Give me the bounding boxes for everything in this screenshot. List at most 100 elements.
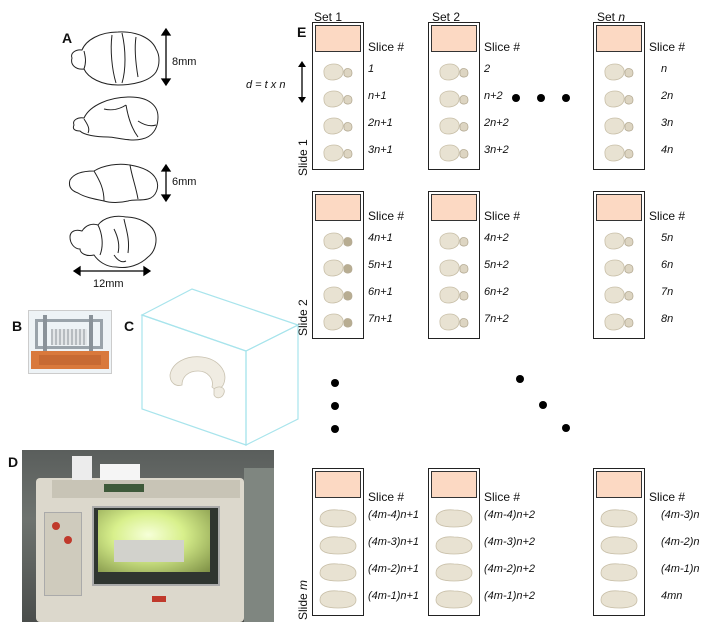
- slice-number-header: Slice #: [649, 40, 686, 54]
- slide-card-slidem-set1: [312, 468, 364, 616]
- tissue-section: [319, 536, 357, 555]
- dimension-8mm: 8mm: [172, 56, 197, 68]
- tissue-section: [439, 232, 469, 250]
- slide-label-area: [596, 194, 642, 221]
- slide-label-area: [315, 194, 361, 221]
- dimension-6mm: 6mm: [172, 176, 197, 188]
- brain-lateral-view: [72, 96, 159, 141]
- ellipsis-dot: [562, 424, 570, 432]
- brain-matrix-photo: [28, 310, 112, 374]
- slice-number-header: Slice #: [368, 490, 405, 504]
- slice-number: 1: [368, 63, 375, 75]
- brain-sagittal-view: [69, 163, 159, 203]
- slide-label-m: Slide m: [296, 579, 310, 620]
- slice-number-header: Slice #: [484, 490, 521, 504]
- tissue-section: [604, 313, 634, 331]
- tissue-section: [600, 563, 638, 582]
- tissue-section: [604, 232, 634, 250]
- dimension-arrows: [72, 27, 172, 277]
- embedding-block: [140, 288, 300, 446]
- slice-number-header: Slice #: [649, 490, 686, 504]
- slice-number-header: Slice #: [368, 209, 405, 223]
- brain-outlines: [69, 27, 172, 277]
- slice-number: 3n+2: [484, 144, 509, 156]
- ellipsis-dot: [539, 401, 547, 409]
- brain-ventral-view: [69, 215, 157, 268]
- ellipsis-dot: [562, 94, 570, 102]
- slide-label-area: [315, 25, 361, 52]
- dimension-12mm: 12mm: [93, 278, 124, 290]
- tissue-section: [323, 144, 353, 162]
- slice-number: 3n: [661, 117, 674, 129]
- tissue-section: [604, 286, 634, 304]
- slice-number: 2: [484, 63, 491, 75]
- slice-number: 5n: [661, 232, 674, 244]
- slice-number: 7n+2: [484, 313, 509, 325]
- slice-number: (4m-2)n+1: [368, 563, 420, 575]
- tissue-section: [323, 313, 353, 331]
- slice-number-header: Slice #: [368, 40, 405, 54]
- slide-label-area: [315, 471, 361, 498]
- slice-number: 7n: [661, 286, 674, 298]
- tissue-section: [319, 509, 357, 528]
- slice-number: (4m-3)n+2: [484, 536, 536, 548]
- tissue-section: [439, 259, 469, 277]
- slice-number: 4n+1: [368, 232, 393, 244]
- tissue-section: [319, 563, 357, 582]
- set-header-1: Set 1: [314, 10, 343, 24]
- slide-label-1: Slide 1: [296, 139, 310, 176]
- distance-formula: d = t x n: [246, 79, 286, 91]
- tissue-section: [439, 90, 469, 108]
- slice-number: 2n+1: [368, 117, 393, 129]
- slice-number: 4n+2: [484, 232, 509, 244]
- tissue-section: [600, 536, 638, 555]
- tissue-section: [604, 63, 634, 81]
- tissue-section: [600, 509, 638, 528]
- slide-card-slide1-setn: [593, 22, 645, 170]
- slide-label-area: [431, 194, 477, 221]
- ellipsis-dot: [331, 425, 339, 433]
- slice-number: (4m-1)n: [661, 563, 700, 575]
- slice-number-header: Slice #: [484, 209, 521, 223]
- slide-label-area: [431, 25, 477, 52]
- panel-label-a: A: [62, 30, 73, 46]
- brain-dorsal-view: [71, 31, 160, 86]
- slice-number: (4m-4)n+1: [368, 509, 420, 521]
- tissue-section: [435, 536, 473, 555]
- panel-label-b: B: [12, 318, 23, 334]
- slice-number: (4m-4)n+2: [484, 509, 536, 521]
- tissue-section: [323, 232, 353, 250]
- panel-label-d: D: [8, 454, 19, 470]
- tissue-section: [604, 259, 634, 277]
- slide-card-slide1-set2: [428, 22, 480, 170]
- slice-number: 6n+2: [484, 286, 509, 298]
- tissue-section: [439, 144, 469, 162]
- slice-number: (4m-2)n: [661, 536, 700, 548]
- slice-number: n+1: [368, 90, 387, 102]
- tissue-section: [323, 286, 353, 304]
- tissue-section: [435, 590, 473, 609]
- tissue-section: [435, 509, 473, 528]
- slice-number: 6n: [661, 259, 674, 271]
- slice-number: (4m-3)n+1: [368, 536, 420, 548]
- slice-number: 7n+1: [368, 313, 393, 325]
- slice-number: 5n+1: [368, 259, 393, 271]
- slice-number: (4m-2)n+2: [484, 563, 536, 575]
- ellipsis-dot: [331, 402, 339, 410]
- ellipsis-dot: [512, 94, 520, 102]
- slide-label-area: [596, 471, 642, 498]
- tissue-section: [604, 90, 634, 108]
- slide-card-slidem-set2: [428, 468, 480, 616]
- panel-label-c: C: [124, 318, 135, 334]
- tissue-section: [439, 286, 469, 304]
- slide-card-slide2-setn: [593, 191, 645, 339]
- slice-number: n: [661, 63, 668, 75]
- tissue-section: [435, 563, 473, 582]
- slide-label-area: [431, 471, 477, 498]
- set-header-n: Set n: [597, 10, 626, 24]
- slice-number: 3n+1: [368, 144, 393, 156]
- slide-card-slidem-setn: [593, 468, 645, 616]
- slide-card-slide1-set1: [312, 22, 364, 170]
- slice-number: 2n+2: [484, 117, 509, 129]
- slice-number-header: Slice #: [649, 209, 686, 223]
